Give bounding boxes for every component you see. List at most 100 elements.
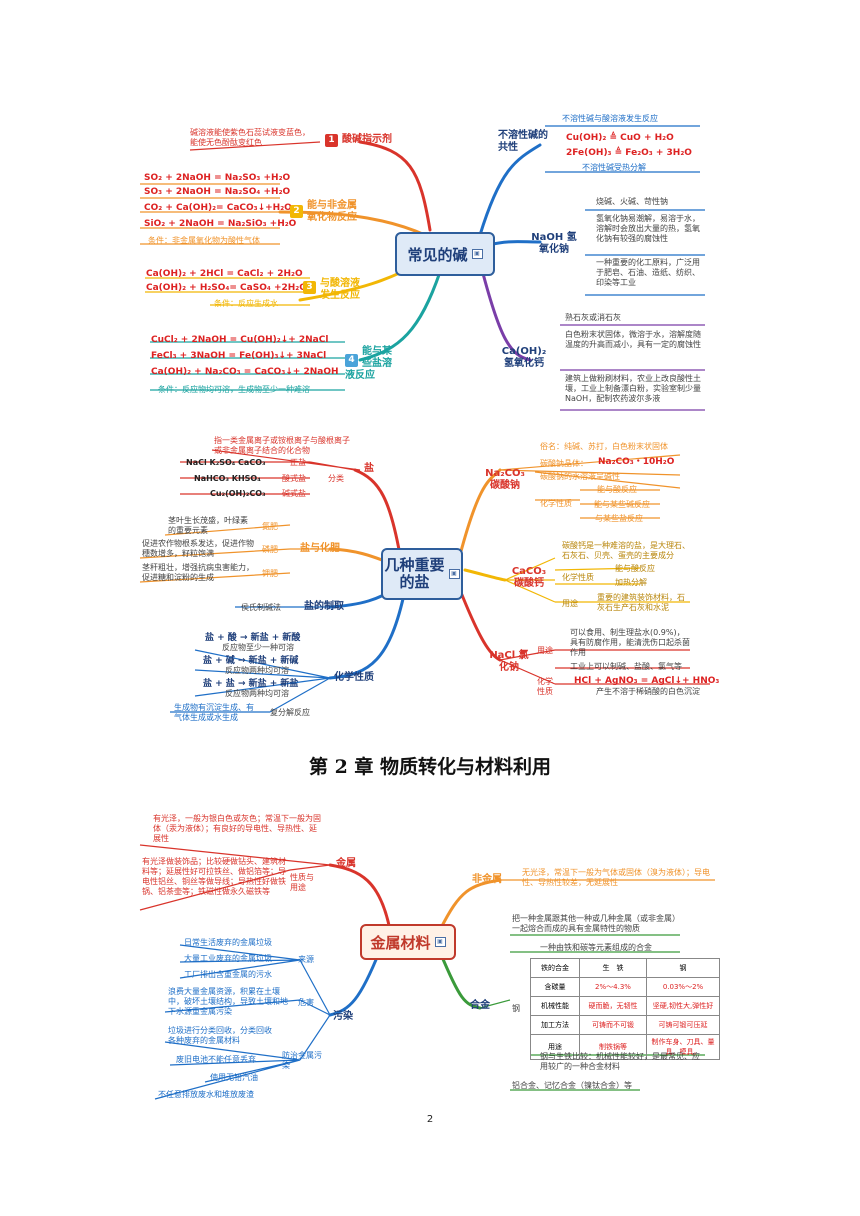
- branch-number-1: 1: [325, 134, 338, 147]
- salt-type: 碱式盐: [282, 489, 306, 498]
- salt-type: 酸式盐: [282, 474, 306, 483]
- table-cell: 可铸可锻可压延: [646, 1015, 720, 1035]
- branch-pollution[interactable]: 污染: [333, 1011, 353, 1022]
- equation: SiO₂ + 2NaOH = Na₂SiO₃ +H₂O: [144, 219, 297, 229]
- pollution-control: 废旧电池不能任意丢弃: [176, 1055, 256, 1064]
- branch-number-2: 2: [290, 205, 303, 218]
- decomposition-type: 复分解反应: [270, 708, 310, 717]
- equation: CuCl₂ + 2NaOH = Cu(OH)₂↓+ 2NaCl: [151, 335, 329, 345]
- base-hub[interactable]: 常见的碱▣: [395, 232, 495, 276]
- na2co3-solution: 碳酸钠的水溶液呈碱性: [540, 472, 620, 481]
- nacl-precipitate: 产生不溶于稀硝酸的白色沉淀: [596, 687, 700, 696]
- branch-na2co3[interactable]: Na₂CO₃ 碳酸钠: [485, 468, 525, 491]
- caco3-use-label: 用途: [562, 599, 578, 608]
- table-cell: 含碳量: [530, 977, 580, 997]
- branch-caoh2[interactable]: Ca(OH)₂ 氢氧化钙: [501, 346, 547, 369]
- caco3-use: 重要的建筑装饰材料，石灰石生产石灰和水泥: [597, 593, 685, 612]
- branch-alloy[interactable]: 合金: [470, 1000, 490, 1011]
- fertilizer-desc: 茎秆粗壮，增强抗病虫害能力，促进糖和淀粉的生成: [142, 563, 254, 582]
- steel-comparison: 钢与生铁比较：机械性能较好，是最常见、应用较广的一种合金材料: [540, 1052, 700, 1071]
- na2co3-crystal-label: 碳酸钠晶体：: [540, 459, 588, 468]
- na2co3-reaction: 与某些盐反应: [595, 514, 643, 523]
- condition-note: 条件：反应物均可溶，生成物至少一种难溶: [158, 385, 310, 394]
- reaction-rule: 盐 + 盐 → 新盐 + 新盐: [203, 679, 299, 689]
- branch-nonmetal[interactable]: 非金属: [472, 874, 502, 885]
- branch-salt[interactable]: 盐: [364, 463, 374, 474]
- caoh2-use: 建筑上做粉刷材料，农业上改良酸性土壤，工业上制备漂白粉，实验室制少量NaOH，配…: [565, 374, 701, 403]
- pollution-source: 大量工业废弃的金属垃圾: [184, 954, 272, 963]
- table-cell: 2%～4.3%: [579, 977, 647, 997]
- metal-use: 有光泽做装饰品；比较硬做钻头、建筑材料等；延展性好可拉铁丝、做铝箔等；导电性铝丝…: [142, 857, 286, 896]
- table-cell: 机械性能: [530, 996, 580, 1016]
- branch-salt-preparation[interactable]: 盐的制取: [304, 601, 344, 612]
- table-cell: 可铸而不可锻: [579, 1015, 647, 1035]
- equation: Ca(OH)₂ + 2HCl = CaCl₂ + 2H₂O: [146, 269, 303, 279]
- salt-definition: 指一类金属离子或铵根离子与酸根离子或非金属离子结合的化合物: [214, 436, 350, 455]
- chapter-title: 第 2 章 物质转化与材料利用: [308, 756, 552, 778]
- metal-property: 有光泽，一般为银白色或灰色；常温下一般为固体（汞为液体）；有良好的导电性、导热性…: [153, 814, 321, 843]
- reaction-condition: 反应物两种均可溶: [225, 666, 289, 675]
- branch-metal[interactable]: 金属: [336, 858, 356, 869]
- branch-label: 酸碱指示剂: [342, 134, 392, 145]
- pollution-control: 使用无铅汽油: [210, 1073, 258, 1082]
- other-alloys: 铝合金、记忆合金（镍钛合金）等: [512, 1081, 632, 1090]
- equation: CO₂ + Ca(OH)₂= CaCO₃↓+H₂O: [144, 203, 292, 213]
- branch-chemical-properties[interactable]: 化学性质: [334, 672, 374, 683]
- naoh-alias: 烧碱、火碱、苛性钠: [596, 197, 668, 206]
- equation: HCl + AgNO₃ = AgCl↓+ HNO₃: [574, 676, 720, 686]
- property-use-label: 性质与用途: [290, 873, 314, 892]
- table-header: 铁的合金: [530, 958, 580, 978]
- branch-number-3: 3: [303, 281, 316, 294]
- table-cell: 硬而脆，无韧性: [579, 996, 647, 1016]
- branch-number-4: 4: [345, 354, 358, 367]
- reaction-condition: 反应物至少一种可溶: [222, 643, 294, 652]
- alloy-definition: 把一种金属跟其他一种或几种金属（或非金属）一起熔合而成的具有金属特性的物质: [512, 914, 676, 933]
- pollution-source: 日常生活废弃的金属垃圾: [184, 938, 272, 947]
- collapse-icon[interactable]: ▣: [448, 569, 460, 579]
- na2co3-reaction: 能与某些碱反应: [594, 500, 650, 509]
- salt-example: NaCl K₂SO₄ CaCO₃: [186, 458, 266, 467]
- nacl-use-label: 用途: [537, 646, 553, 655]
- pollution-control: 不任意排放废水和堆放废渣: [158, 1090, 254, 1099]
- condition-note: 条件：非金属氧化物为酸性气体: [148, 236, 260, 245]
- reaction-rule: 盐 + 酸 → 新盐 + 新酸: [205, 633, 301, 643]
- salt-hub[interactable]: 几种重要的盐▣: [381, 548, 463, 600]
- decomposition-desc: 生成物有沉淀生成、有气体生成或水生成: [174, 703, 254, 722]
- table-cell: 制铁锅等: [579, 1034, 647, 1060]
- metal-hub[interactable]: 金属材料▣: [360, 924, 456, 960]
- branch-nacl[interactable]: NaCl 氯化钠: [489, 650, 529, 673]
- collapse-icon[interactable]: ▣: [434, 937, 446, 947]
- branch-fertilizer[interactable]: 盐与化肥: [300, 543, 340, 554]
- na2co3-reaction: 能与酸反应: [597, 485, 637, 494]
- table-header: 生 铁: [579, 958, 647, 978]
- preparation-method: 侯氏制碱法: [241, 603, 281, 612]
- fertilizer-desc: 促进农作物根系发达，促进作物穗数增多，籽粒饱满: [142, 539, 254, 558]
- pollution-harm-label: 危害: [298, 998, 314, 1007]
- equation: SO₂ + 2NaOH = Na₂SO₃ +H₂O: [144, 173, 291, 183]
- caco3-chem: 化学性质: [562, 573, 594, 582]
- salt-example: NaHCO₃ KHSO₄: [194, 474, 261, 483]
- branch-indicator[interactable]: 1 酸碱指示剂: [325, 134, 392, 147]
- equation: SO₃ + 2NaOH = Na₂SO₄ +H₂O: [144, 187, 291, 197]
- fertilizer-type: 磷肥: [262, 545, 278, 554]
- table-header: 钢: [646, 958, 720, 978]
- branch-naoh[interactable]: NaOH 氢氧化钠: [531, 232, 577, 255]
- pollution-harm: 浪费大量金属资源，积累在土壤中，破坏土壤结构，导致土壤和地下水源重金属污染: [168, 987, 288, 1016]
- table-cell: 用途: [530, 1034, 580, 1060]
- steel-definition: 一种由铁和碳等元素组成的合金: [540, 943, 652, 952]
- insoluble-note-bottom: 不溶性碱受热分解: [582, 163, 646, 172]
- caoh2-property: 白色粉末状固体，微溶于水，溶解度随温度的升高而减小，具有一定的腐蚀性: [565, 330, 701, 349]
- equation: Cu(OH)₂ ≜ CuO + H₂O: [566, 133, 674, 143]
- table-cell: 加工方法: [530, 1015, 580, 1035]
- branch-caco3[interactable]: CaCO₃ 碳酸钙: [511, 566, 547, 589]
- equation: Ca(OH)₂ + Na₂CO₃ = CaCO₃↓+ 2NaOH: [151, 367, 339, 377]
- collapse-icon[interactable]: ▣: [471, 249, 483, 259]
- salt-hub-title: 几种重要的盐: [384, 556, 445, 591]
- fertilizer-desc: 茎叶生长茂盛，叶绿素的重要元素: [168, 516, 248, 535]
- branch-insoluble-base[interactable]: 不溶性碱的共性: [498, 130, 548, 153]
- pollution-source-label: 来源: [298, 955, 314, 964]
